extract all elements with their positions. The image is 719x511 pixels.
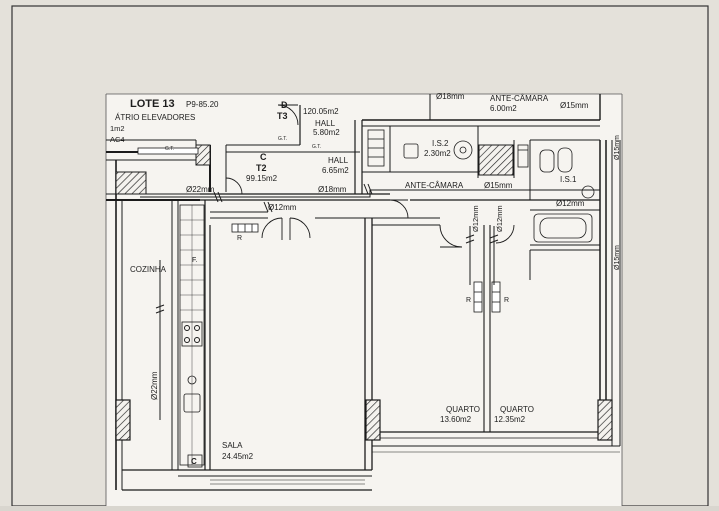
t3-code: T3 [277,111,288,121]
pipe-d22-top: Ø22mm [186,185,215,194]
t2-area: 99.15m2 [246,174,278,183]
structural-columns [115,144,613,441]
pipe-d18: Ø18mm [318,185,347,194]
plan-area [106,94,622,506]
quarto1-area: 13.60m2 [440,415,472,424]
hall-small-name: HALL [315,119,336,128]
is2-area: 2.30m2 [424,149,451,158]
quarto2-name: QUARTO [500,405,534,414]
tag-r3: R [504,297,509,304]
hall-main-name: HALL [328,156,349,165]
is1-name: I.S.1 [560,175,577,184]
ac4-label: AC4 [110,135,125,144]
t3-area: 120.05m2 [303,107,339,116]
t2-letter: C [260,152,267,162]
cozinha-label: COZINHA [130,265,167,274]
pipe-d15-side: Ø15mm [614,135,621,160]
pipe-d12-b: Ø12mm [471,205,480,232]
pipe-d18-top: Ø18mm [436,92,465,101]
tag-r2: R [466,297,471,304]
atrio-area: 1m2 [110,124,125,133]
pipe-d15-a: Ø15mm [484,181,513,190]
kitchen-fixtures [179,204,205,468]
quarto2-area: 12.35m2 [494,415,526,424]
hall-main-area: 6.65m2 [322,166,349,175]
pipes [140,183,601,420]
t2-code: T2 [256,163,267,173]
walls [106,94,621,491]
tag-r1: R [237,235,242,242]
pipe-d15-b: Ø15mm [560,101,589,110]
pipe-d22-side: Ø22mm [150,371,159,400]
labels: LOTE 13 P9-85.20 ÁTRIO ELEVADORES 1m2 AC… [110,92,621,466]
pipe-d15-side2: Ø15mm [614,245,621,270]
tag-f: F. [192,257,198,264]
pipe-d12-d: Ø12mm [556,199,585,208]
ante-camara-top-name: ANTE-CÂMARA [490,94,549,103]
tag-gt1: G.T. [165,146,174,152]
is2-name: I.S.2 [432,139,449,148]
quarto1-name: QUARTO [446,405,480,414]
pipe-d12-a: Ø12mm [268,203,297,212]
tag-gt3: G.T. [312,144,321,150]
pipe-d12-c: Ø12mm [495,205,504,232]
bathroom-fixtures [367,129,595,243]
hall-small-area: 5.80m2 [313,128,340,137]
tag-c: C [191,457,197,466]
radiators [137,147,501,313]
plan-ref: P9-85.20 [186,100,219,109]
sala-name: SALA [222,441,243,450]
ante-camara-bottom: ANTE-CÂMARA [405,181,464,190]
sala-area: 24.45m2 [222,452,254,461]
doors [225,104,515,248]
atrio-label: ÁTRIO ELEVADORES [115,113,195,122]
t3-letter: D [281,100,288,110]
ante-camara-top-area: 6.00m2 [490,104,517,113]
lote-title: LOTE 13 [130,98,175,110]
tag-gt2: G.T. [278,136,287,142]
